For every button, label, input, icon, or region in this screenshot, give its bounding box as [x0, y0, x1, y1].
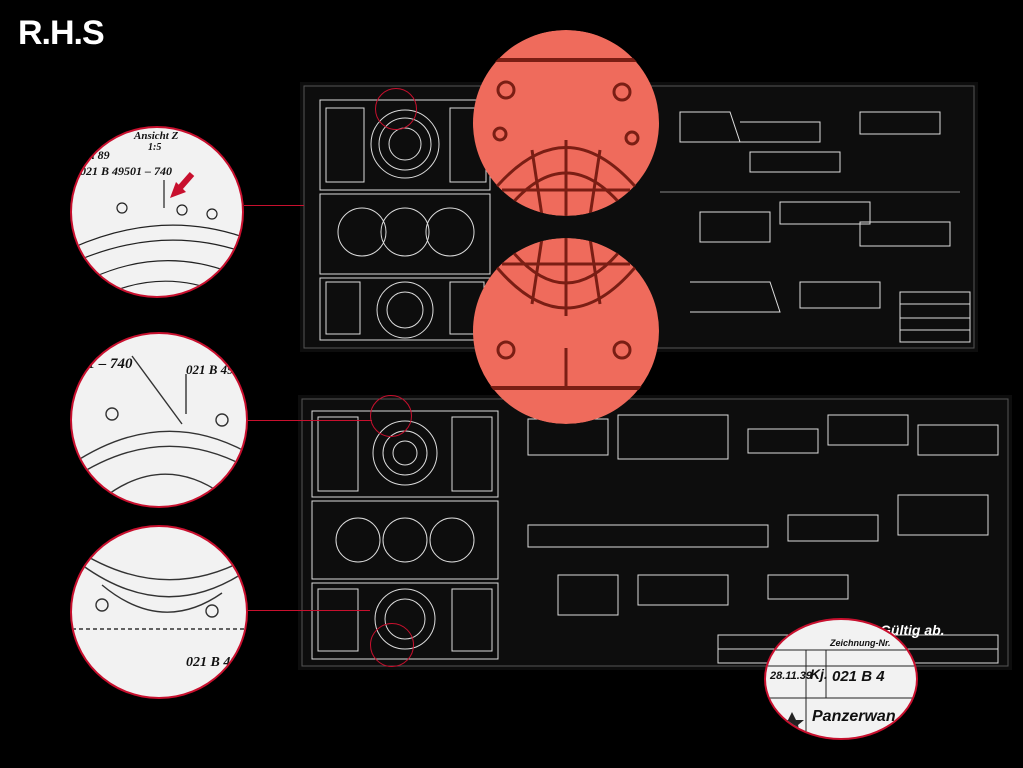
highlight-ring-bottom-upper — [370, 395, 412, 437]
leader-line-top — [244, 205, 304, 206]
detail-zoom-stamp: Zeichnung-Nr. 28.11.39 Kj. 021 B 4 Panze… — [764, 618, 918, 740]
detail-zoom-bottom: 021 B 490 — [70, 525, 248, 699]
stamp-header: Zeichnung-Nr. — [830, 638, 891, 648]
zoom-drawing-2 — [72, 355, 246, 500]
leader-line-bottom — [248, 610, 370, 611]
zoom2-part-a: 01 – 740 — [80, 356, 133, 372]
zoom1-line3: ü 89 — [88, 148, 110, 162]
leader-line-middle — [248, 420, 372, 421]
zoom-drawing-3 — [72, 546, 246, 630]
zoom1-line4: 021 B 49501 – 740 — [80, 164, 173, 178]
stamp-date: 28.11.39 — [770, 670, 813, 682]
detail-zoom-ansicht: Ansicht Z 1:5 ü 89 021 B 49501 – 740 — [70, 126, 244, 298]
zoom-drawing-stamp — [766, 649, 916, 738]
stamp-initials: Kj. — [810, 666, 828, 682]
zoom-drawing-1 — [72, 172, 242, 296]
stamp-company: Panzerwan — [812, 708, 896, 725]
blueprint-sheet-bottom — [298, 395, 1012, 670]
zoom2-part-b: 021 B 495 — [186, 362, 241, 377]
zoom1-line2: 1:5 — [148, 142, 162, 153]
zoom3-part-number: 021 B 490 — [186, 655, 245, 670]
render-drawing-lower — [472, 238, 660, 424]
brand-logo: R.H.S — [18, 14, 105, 52]
detail-zoom-middle: 01 – 740 021 B 495 — [70, 332, 248, 508]
stamp-number: 021 B 4 — [832, 668, 885, 685]
highlight-ring-bottom-lower — [370, 623, 414, 667]
zoom1-line1: Ansicht Z — [134, 130, 179, 142]
valid-from-text: Gültig ab. — [880, 622, 945, 638]
render-drawing-upper — [472, 30, 660, 216]
render-detail-lower — [472, 238, 660, 424]
render-detail-upper — [472, 30, 660, 216]
highlight-ring-top — [375, 88, 417, 130]
